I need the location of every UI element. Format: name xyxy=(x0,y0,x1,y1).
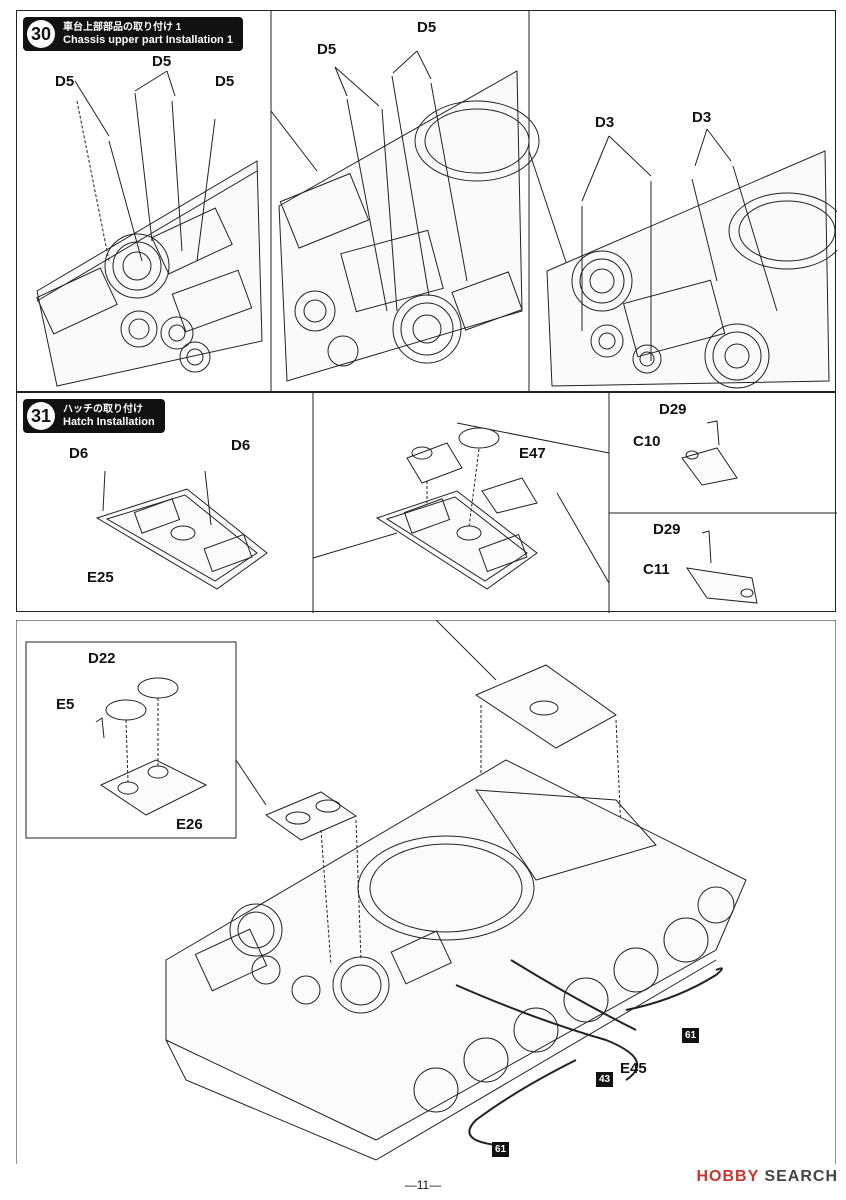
label-c11: C11 xyxy=(643,561,670,578)
label-d5-2: D5 xyxy=(152,53,172,70)
step-31-title-en: Hatch Installation xyxy=(63,416,155,428)
label-d6-1: D6 xyxy=(69,445,89,462)
label-c10: C10 xyxy=(633,433,661,450)
step-31-drawing xyxy=(95,393,837,613)
upper-hatch-exploded xyxy=(474,664,622,831)
step-30-title-en: Chassis upper part Installation 1 xyxy=(63,34,233,46)
watermark-brand: HOBBY xyxy=(696,1168,759,1185)
label-e26: E26 xyxy=(176,816,203,833)
label-e47: E47 xyxy=(519,445,546,462)
label-d5-1: D5 xyxy=(55,73,75,90)
chassis-deck-right xyxy=(546,128,837,389)
hatch-plate-e47-assembly xyxy=(375,427,538,590)
label-e5: E5 xyxy=(56,696,75,713)
ref-badge-43: 43 xyxy=(596,1072,614,1087)
tank-hull xyxy=(165,759,747,1161)
label-d5-5: D5 xyxy=(417,19,437,36)
page-number: —11— xyxy=(404,1178,442,1192)
step-30-number: 30 xyxy=(27,20,55,48)
step-30-header: 30 車台上部部品の取り付け 1 Chassis upper part Inst… xyxy=(23,17,243,51)
step-31-panel: 31 ハッチの取り付け Hatch Installation xyxy=(16,392,837,613)
main-assembly-drawing xyxy=(16,620,836,1164)
step-31-number: 31 xyxy=(27,402,55,430)
watermark-logo: HOBBY SEARCH xyxy=(696,1168,838,1186)
label-e25: E25 xyxy=(87,569,114,586)
step-30-drawing xyxy=(36,11,837,393)
step-31-header: 31 ハッチの取り付け Hatch Installation xyxy=(23,399,165,433)
label-e45: E45 xyxy=(620,1060,647,1077)
step-30-title-jp: 車台上部部品の取り付け 1 xyxy=(63,22,182,33)
watermark-suffix: SEARCH xyxy=(764,1168,838,1185)
small-hatch-assembly xyxy=(264,791,358,841)
main-assembly-panel: D22 E5 E26 E45 61 43 61 xyxy=(16,620,836,1164)
step-31-title-jp: ハッチの取り付け xyxy=(63,404,143,415)
label-d29-2: D29 xyxy=(653,521,681,538)
ref-badge-61-lower: 61 xyxy=(492,1142,510,1157)
label-d3-2: D3 xyxy=(692,109,712,126)
chassis-deck-middle xyxy=(278,50,540,382)
step-30-panel: 30 車台上部部品の取り付け 1 Chassis upper part Inst… xyxy=(16,10,837,393)
part-c11 xyxy=(685,530,758,604)
hatch-plate-e25 xyxy=(95,470,268,590)
label-d22: D22 xyxy=(88,650,116,667)
label-d5-4: D5 xyxy=(317,41,337,58)
label-d5-3: D5 xyxy=(215,73,235,90)
part-c10 xyxy=(681,420,738,486)
ref-badge-61-upper: 61 xyxy=(682,1028,700,1043)
tow-cable-e45 xyxy=(455,959,723,1146)
chassis-deck-left xyxy=(36,70,263,387)
label-d3-1: D3 xyxy=(595,114,615,131)
label-d29-1: D29 xyxy=(659,401,687,418)
inset-e26-plate xyxy=(95,677,208,816)
label-d6-2: D6 xyxy=(231,437,251,454)
